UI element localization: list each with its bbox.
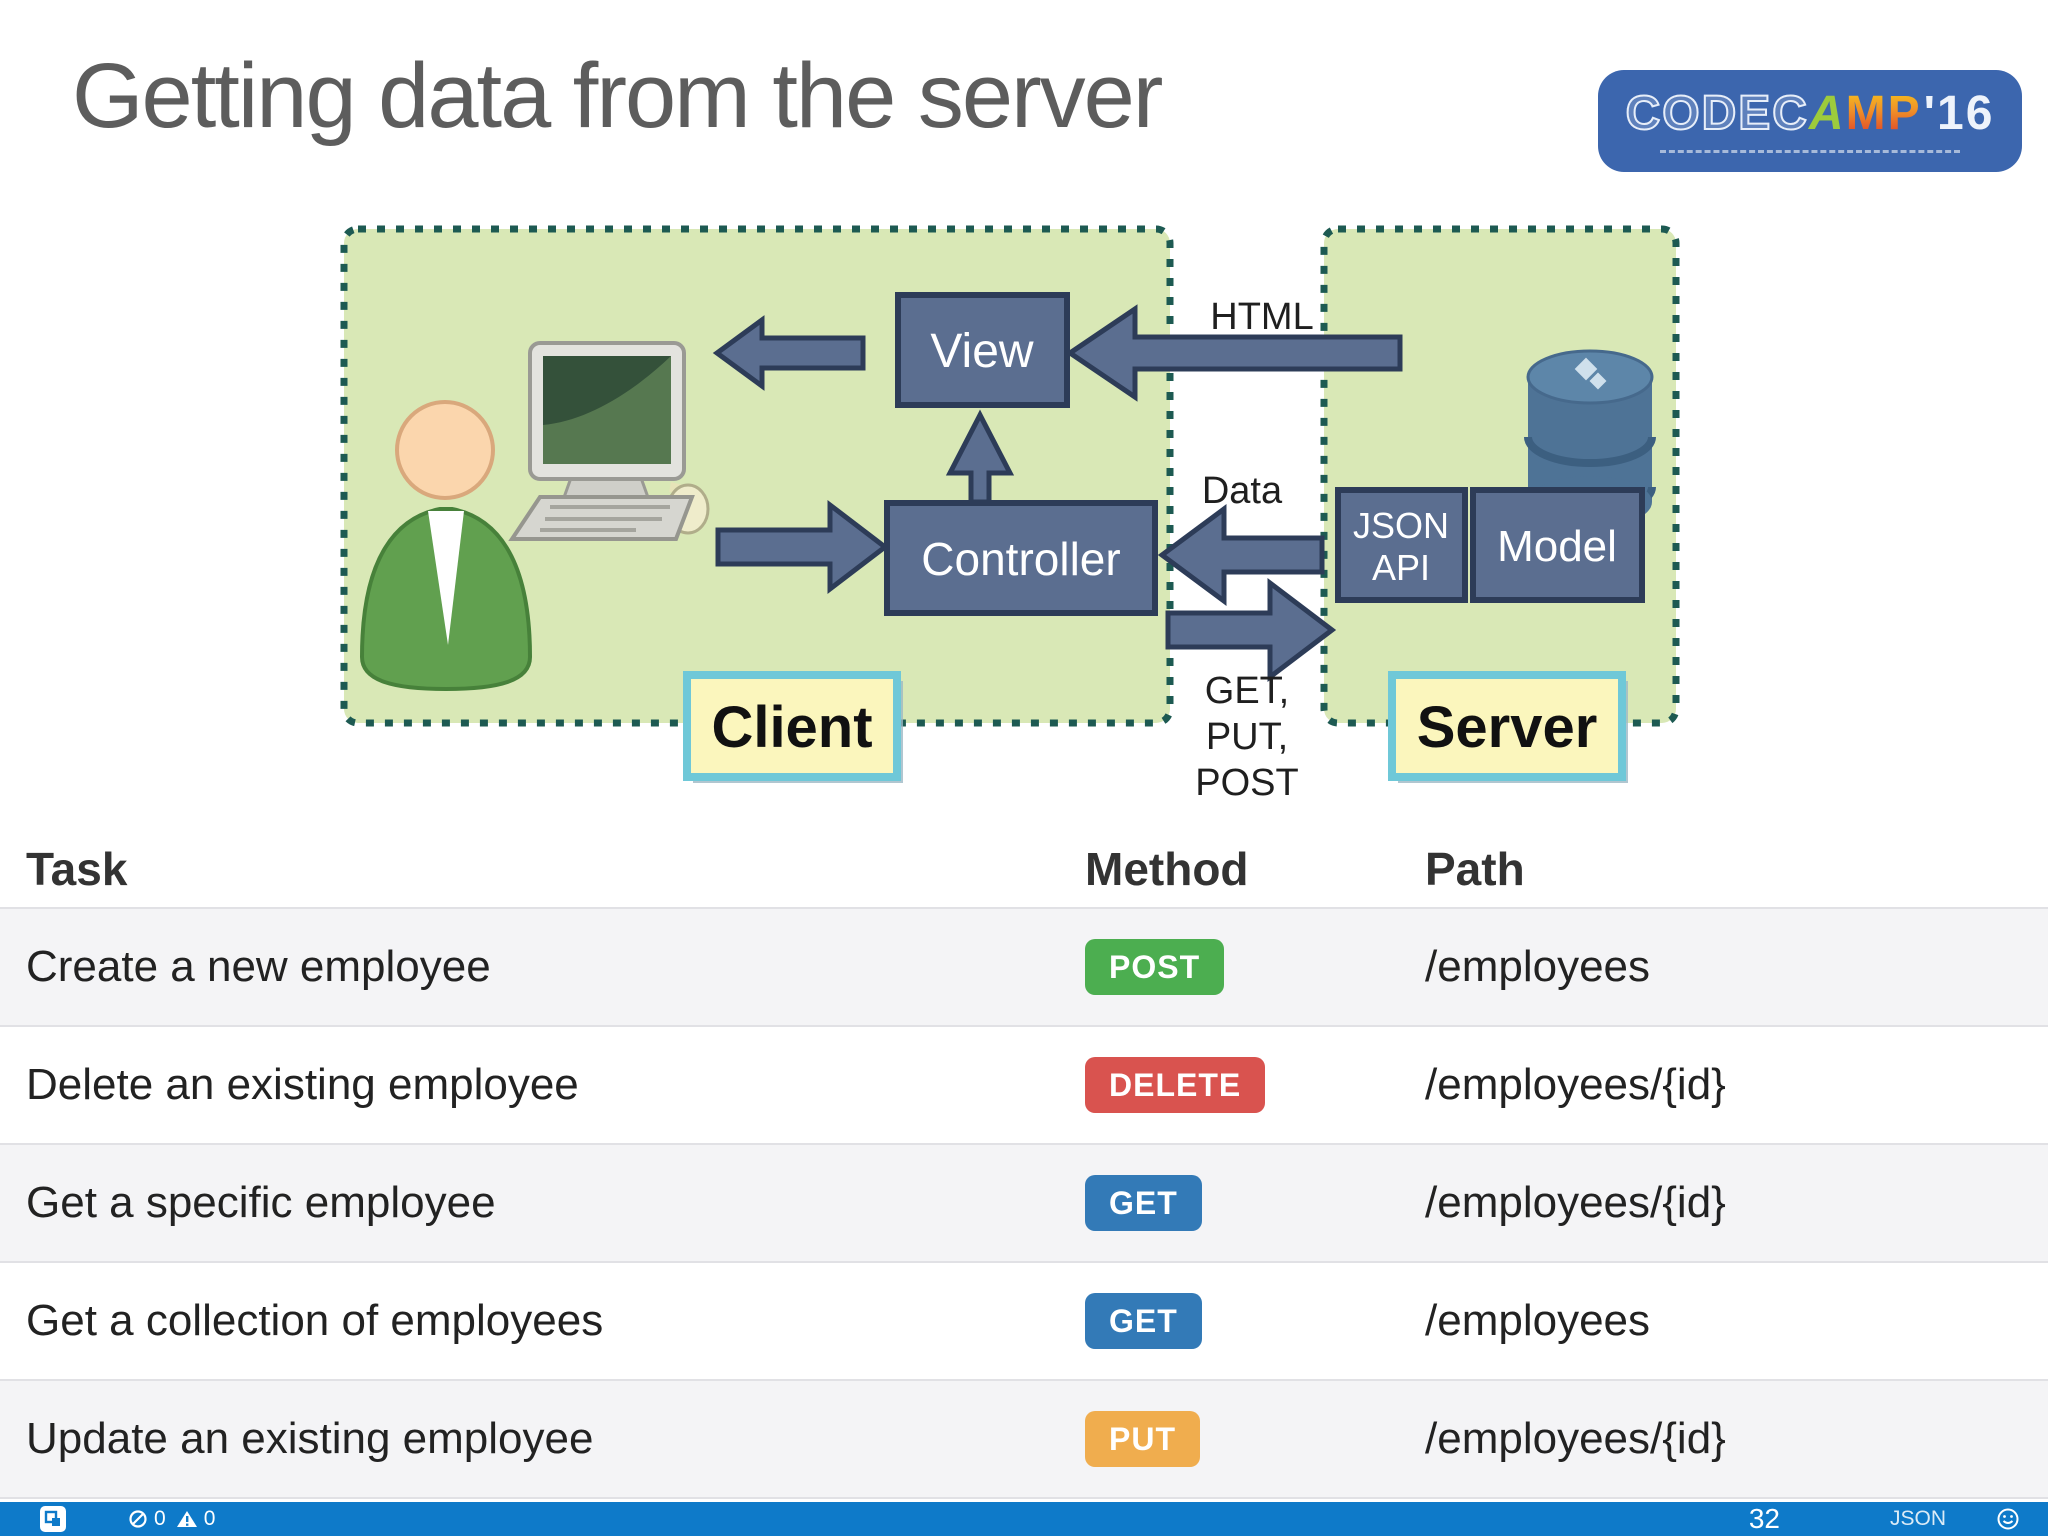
feedback-smiley-icon[interactable] — [1996, 1507, 2020, 1531]
json-api-label-line1: JSON — [1353, 505, 1449, 546]
logo-part-outline: CODEC — [1625, 86, 1809, 140]
arrow-html-server-to-view — [1065, 304, 1403, 402]
warnings-indicator[interactable]: 0 — [176, 1507, 216, 1531]
logo-tagline-line — [1660, 148, 1960, 153]
table-row: Get a specific employee GET /employees/{… — [0, 1143, 2048, 1261]
task-cell: Update an existing employee — [26, 1414, 594, 1463]
method-badge: POST — [1085, 939, 1225, 995]
page-number: 32 — [1748, 1503, 1780, 1534]
arrow-user-to-controller — [715, 499, 890, 595]
errors-indicator[interactable]: 0 — [128, 1507, 166, 1531]
mvc-architecture-diagram: View Controller JSON API Model HTML Data… — [340, 225, 1680, 800]
method-badge: DELETE — [1085, 1057, 1266, 1113]
api-table: Task Method Path Create a new employee P… — [0, 830, 2048, 1514]
table-row: Create a new employee POST /employees — [0, 907, 2048, 1025]
task-cell: Delete an existing employee — [26, 1060, 579, 1109]
computer-icon — [508, 341, 710, 541]
task-cell: Get a specific employee — [26, 1178, 496, 1227]
task-cell: Create a new employee — [26, 942, 491, 991]
arrow-data-api-to-controller — [1157, 504, 1325, 606]
controller-box: Controller — [884, 500, 1158, 616]
status-bar-right: 32 JSON — [1749, 1503, 2048, 1535]
path-cell: /employees/{id} — [1425, 1178, 1726, 1227]
logo-part-year: '16 — [1923, 86, 1995, 140]
user-icon — [359, 400, 533, 692]
client-label: Client — [711, 695, 872, 760]
task-cell: Get a collection of employees — [26, 1296, 604, 1345]
json-api-box: JSON API — [1335, 487, 1468, 603]
path-cell: /employees/{id} — [1425, 1060, 1726, 1109]
path-cell: /employees — [1425, 942, 1651, 991]
svg-text:PUT,: PUT, — [1206, 716, 1288, 758]
table-header: Task Method Path — [0, 830, 2048, 907]
view-box: View — [895, 292, 1070, 408]
svg-text:GET,: GET, — [1205, 670, 1289, 712]
error-circle-icon — [129, 1510, 147, 1528]
header-path: Path — [1425, 842, 1525, 895]
status-bar: 0 0 32 JSON — [0, 1502, 2048, 1536]
model-label: Model — [1497, 522, 1617, 571]
app-icon[interactable] — [40, 1506, 66, 1532]
model-box: Model — [1470, 487, 1645, 603]
data-arrow-label: Data — [1202, 470, 1283, 512]
arrow-view-to-user — [712, 315, 866, 391]
header-method: Method — [1085, 842, 1249, 895]
method-badge: PUT — [1085, 1411, 1200, 1467]
method-badge: GET — [1085, 1175, 1202, 1231]
path-cell: /employees/{id} — [1425, 1414, 1726, 1463]
error-count: 0 — [154, 1507, 166, 1530]
table-row: Update an existing employee PUT /employe… — [0, 1379, 2048, 1497]
method-badge: GET — [1085, 1293, 1202, 1349]
path-cell: /employees — [1425, 1296, 1651, 1345]
json-api-label-line2: API — [1372, 547, 1430, 588]
controller-label: Controller — [921, 533, 1120, 585]
logo-part-mp: MP — [1845, 86, 1922, 140]
server-label: Server — [1417, 695, 1598, 760]
logo-part-a: A — [1808, 86, 1846, 140]
server-label-plate: Server — [1388, 671, 1628, 783]
table-row: Delete an existing employee DELETE /empl… — [0, 1025, 2048, 1143]
language-mode[interactable]: JSON — [1889, 1507, 1946, 1530]
arrow-controller-to-api — [1165, 577, 1337, 683]
warning-count: 0 — [203, 1507, 216, 1530]
client-label-plate: Client — [683, 671, 903, 783]
warning-triangle-icon — [176, 1511, 197, 1527]
svg-text:POST: POST — [1195, 762, 1298, 800]
table-row: Get a collection of employees GET /emplo… — [0, 1261, 2048, 1379]
status-bar-left: 0 0 — [40, 1506, 215, 1532]
get-put-post-label: GET, PUT, POST — [1195, 670, 1298, 800]
view-label: View — [930, 325, 1034, 378]
html-arrow-label: HTML — [1210, 296, 1313, 338]
page-title: Getting data from the server — [72, 45, 1163, 147]
header-task: Task — [26, 842, 128, 895]
